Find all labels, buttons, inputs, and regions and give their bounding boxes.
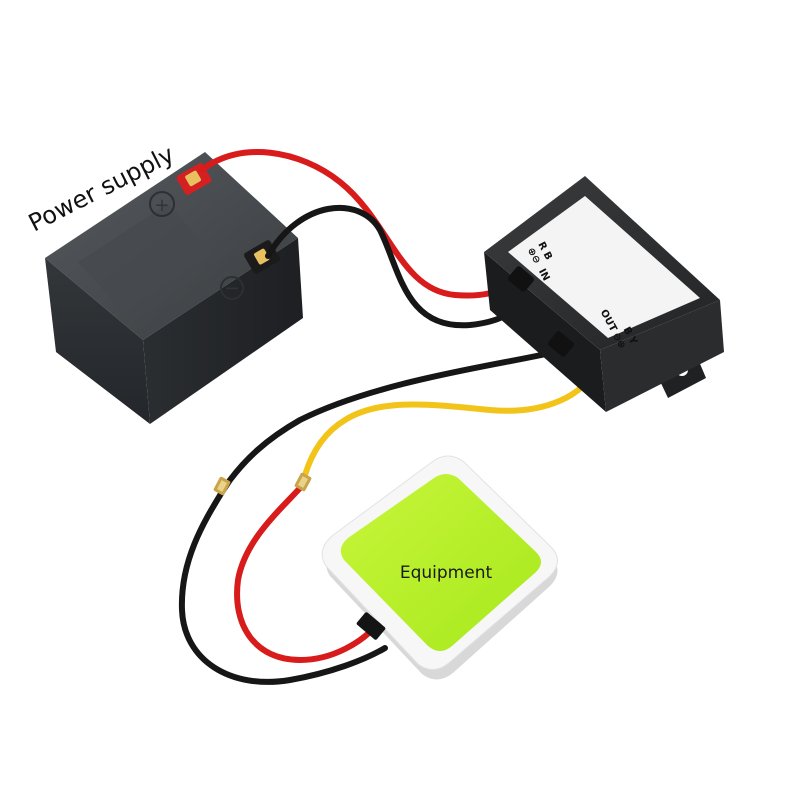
battery-positive-mark xyxy=(149,191,175,217)
battery-negative-symbol: − xyxy=(224,278,239,299)
converter-label-panel xyxy=(508,196,700,338)
equipment-cable-entry xyxy=(356,612,386,640)
wires xyxy=(178,149,598,685)
battery: + − xyxy=(45,152,303,424)
battery-positive-symbol: + xyxy=(154,195,169,216)
battery-negative-mark xyxy=(220,276,244,300)
battery-side-face xyxy=(143,238,303,424)
equipment: Equipment xyxy=(321,455,558,680)
battery-label-recess xyxy=(78,204,212,312)
converter-output-grommet xyxy=(548,331,574,357)
equipment-label: Equipment xyxy=(400,563,493,583)
battery-front-face xyxy=(45,258,150,424)
converter-front-side xyxy=(484,252,606,412)
equipment-face xyxy=(340,474,541,651)
yellow-red-wire-splice xyxy=(294,472,312,492)
black-output-wire xyxy=(178,349,558,685)
red-output-wire xyxy=(234,485,375,663)
converter-right-side xyxy=(600,300,724,412)
black-input-wire xyxy=(265,204,527,329)
black-wire-splice xyxy=(213,476,231,496)
converter-input-label: IN xyxy=(536,267,551,283)
converter-input-grommet xyxy=(508,266,534,292)
converter-module: R B ⊕⊖ IN B Y OUT ⊖⊕ xyxy=(484,176,724,412)
yellow-output-wire xyxy=(302,365,598,478)
